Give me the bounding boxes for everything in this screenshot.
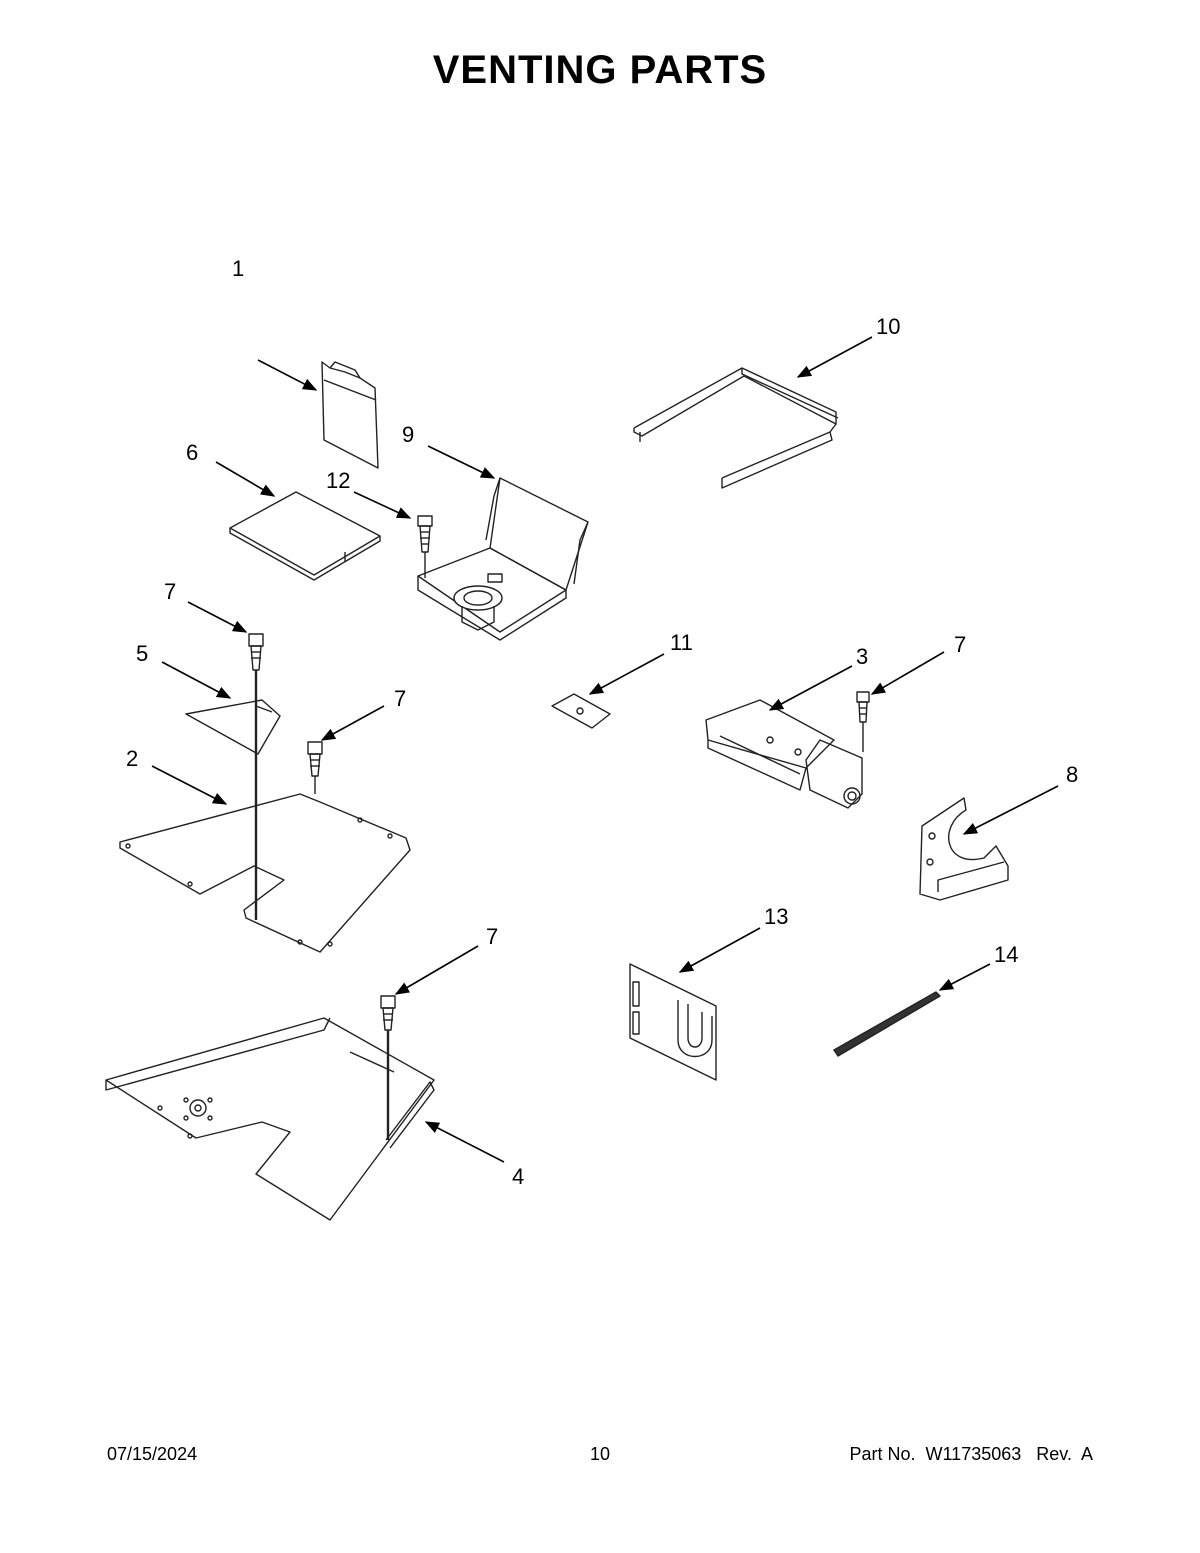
rev-value: A [1080,1444,1093,1464]
rev-label: Rev. [1036,1444,1072,1464]
callout-1: 1 [232,256,244,281]
page-title: VENTING PARTS [432,48,768,92]
footer-part-number: Part No. W11735063 Rev. A [849,1444,1093,1465]
callout-7: 7 [486,924,498,949]
callout-7: 7 [954,632,966,657]
callout-2: 2 [126,746,138,771]
part-8-bracket[interactable] [919,797,1009,901]
footer-date: 07/15/2024 [107,1444,198,1464]
part-2-panel[interactable] [119,793,411,953]
part-6-cover[interactable] [229,491,381,581]
leader-lines [151,336,1059,1163]
part-13-plate[interactable] [629,963,717,1081]
part-10-frame[interactable] [633,367,839,489]
callout-14: 14 [994,942,1018,967]
callout-7: 7 [164,579,176,604]
part-5-plate[interactable] [185,699,281,755]
callout-7: 7 [394,686,406,711]
callout-13: 13 [764,904,788,929]
callout-12: 12 [326,468,350,493]
callout-4: 4 [512,1164,524,1189]
callout-3: 3 [856,644,868,669]
callout-5: 5 [136,641,148,666]
part-3-valve[interactable] [705,699,863,809]
callout-labels: 1 2 3 4 5 6 7 7 7 7 8 9 10 11 12 13 14 [126,256,1078,1189]
part-7-screw[interactable] [856,691,870,752]
part-4-base[interactable] [105,1017,435,1221]
footer-page-number: 10 [589,1444,611,1464]
part-7-screw[interactable] [248,633,264,920]
part-no-label: Part No. [849,1444,916,1464]
part-14-rod[interactable] [833,991,941,1057]
part-no-value: W11735063 [925,1444,1022,1464]
part-11-bracket[interactable] [551,693,611,729]
callout-9: 9 [402,422,414,447]
part-1-panel[interactable] [321,361,379,469]
callout-10: 10 [876,314,900,339]
callout-6: 6 [186,440,198,465]
part-12-screw[interactable] [417,515,433,578]
callout-8: 8 [1066,762,1078,787]
part-9-vent-duct[interactable] [417,477,589,641]
part-7-screw[interactable] [307,741,323,794]
callout-11: 11 [670,630,693,655]
part-7-screw[interactable] [380,995,396,1140]
